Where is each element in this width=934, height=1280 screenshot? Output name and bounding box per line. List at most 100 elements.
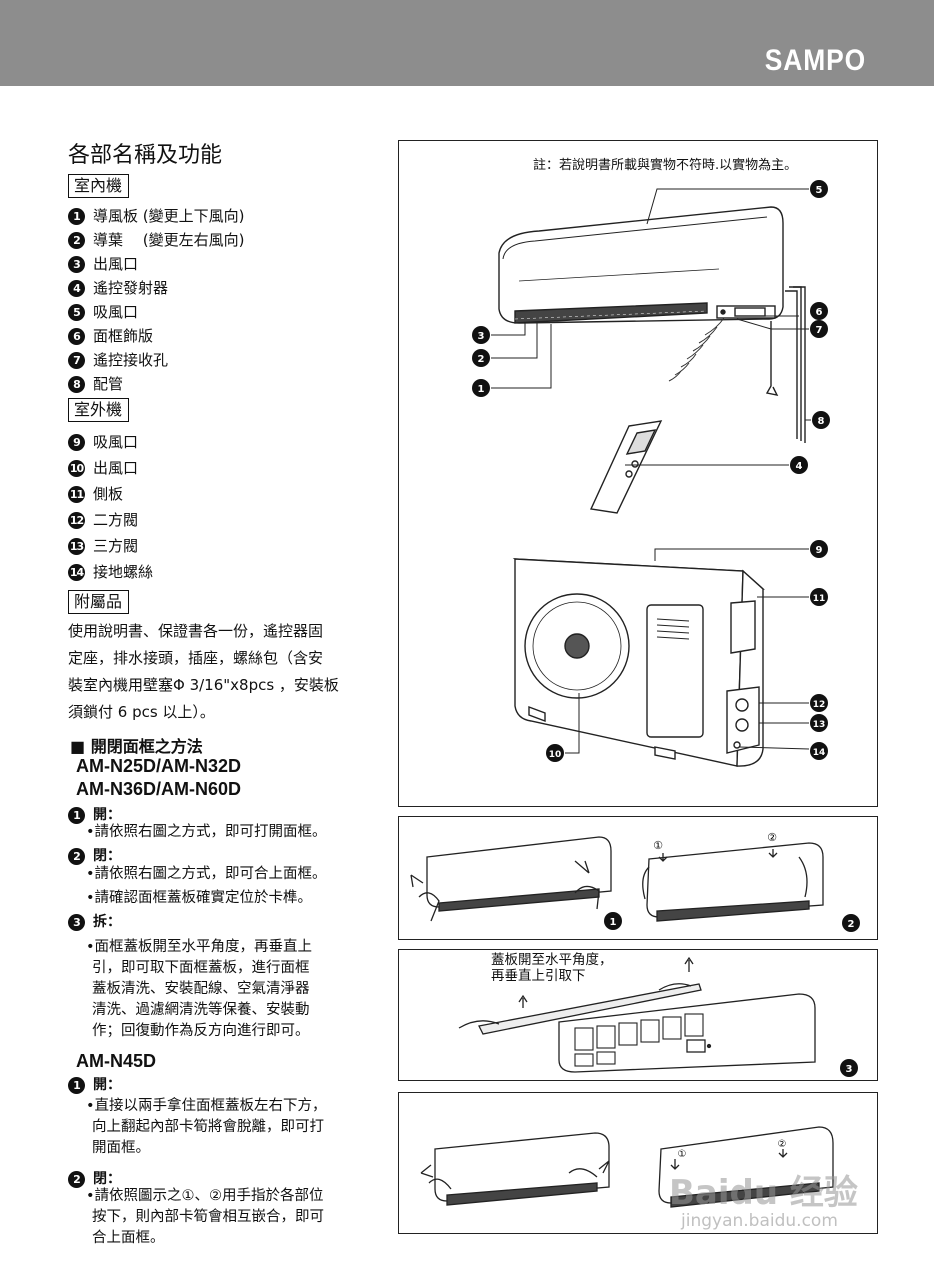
list-item: 3 出風口 [68, 253, 138, 273]
svg-text:3: 3 [478, 331, 485, 342]
number-badge: 7 [68, 352, 85, 369]
step-open-b: 1 開： [68, 1074, 121, 1094]
item-text: 出風口 [93, 459, 139, 477]
item-text: 導葉 (變更左右風向) [93, 231, 245, 249]
item-text: 接地螺絲 [93, 563, 154, 581]
model-line: AM-N36D/AM-N60D [76, 779, 242, 799]
n45d-illustration: ① ② [420, 1126, 834, 1208]
remove-figure-panel: 蓋板開至水平角度， 再垂直上引取下 3 [398, 949, 878, 1081]
text-line: 裝室內機用壁塞Φ 3/16"x8pcs ，安裝板 [68, 676, 339, 694]
svg-text:2: 2 [848, 919, 855, 930]
number-badge: 1 [68, 806, 85, 824]
list-item: 8 配管 [68, 373, 123, 393]
item-text: 配管 [93, 375, 124, 393]
indoor-unit-drawing [498, 206, 806, 443]
fig-number-2: 2 [842, 914, 860, 932]
number-badge: 14 [68, 564, 85, 581]
callout-1: 1 [472, 379, 490, 397]
method-heading: ■ 開閉面框之方法 [70, 737, 203, 756]
list-item: 12 二方閥 [68, 509, 138, 529]
list-item: 7 遙控接收孔 [68, 349, 168, 369]
number-badge: 2 [68, 1170, 85, 1188]
header-bar: SAMPO [0, 0, 934, 86]
number-badge: 3 [68, 256, 85, 273]
number-badge: 8 [68, 376, 85, 393]
list-item: 4 遙控發射器 [68, 277, 168, 297]
caption-line: 再垂直上引取下 [491, 968, 586, 984]
model-line: AM-N25D/AM-N32D [76, 756, 242, 776]
svg-text:1: 1 [478, 384, 485, 395]
step-label: 拆： [93, 914, 121, 930]
callout-11: 11 [810, 588, 828, 606]
item-text: 導風板 (變更上下風向) [93, 207, 245, 225]
step-label: 開： [93, 1077, 121, 1093]
n45d-figure-panel: ① ② Baidu 经验 jingyan.baidu.com [398, 1092, 878, 1234]
svg-text:4: 4 [796, 461, 803, 472]
item-text: 遙控發射器 [93, 279, 169, 297]
svg-text:10: 10 [549, 750, 562, 760]
callout-8: 8 [812, 411, 830, 429]
fig-number-3: 3 [840, 1059, 858, 1077]
step-paragraph: •面框蓋板開至水平角度，再垂直上 引，即可取下面框蓋板，進行面框 蓋板清洗、安裝… [86, 937, 386, 1042]
step-text: •請依照右圖之方式，即可合上面框。 [86, 866, 327, 882]
text-line: 按下，則內部卡筍會相互嵌合，即可 [92, 1209, 324, 1225]
callout-7: 7 [810, 320, 828, 338]
text-line: 蓋板清洗、安裝配線、空氣清淨器 [92, 981, 310, 997]
list-item: 14 接地螺絲 [68, 561, 153, 581]
step-text: •請確認面框蓋板確實定位於卡榫。 [86, 890, 313, 906]
text-line: 清洗、過濾網清洗等保養、安裝動 [92, 1002, 310, 1018]
svg-text:6: 6 [816, 307, 823, 318]
number-badge: 12 [68, 512, 85, 529]
callout-6: 6 [810, 302, 828, 320]
svg-text:11: 11 [813, 594, 826, 604]
watermark-url: jingyan.baidu.com [681, 1211, 838, 1231]
callout-4: 4 [790, 456, 808, 474]
circled-1-label: ① [653, 839, 663, 852]
callout-10: 10 [546, 744, 564, 762]
svg-text:13: 13 [813, 720, 826, 730]
step-paragraph: •請依照圖示之①、②用手指於各部位 按下，則內部卡筍會相互嵌合，即可 合上面框。 [86, 1186, 386, 1249]
caption-line: 蓋板開至水平角度， [491, 952, 613, 968]
number-badge: 2 [68, 232, 85, 249]
callout-5: 5 [810, 180, 828, 198]
figure-caption: 蓋板開至水平角度， 再垂直上引取下 [491, 952, 613, 984]
item-text: 二方閥 [93, 511, 139, 529]
watermark-logo: Baidu 经验 [669, 1173, 858, 1213]
svg-text:12: 12 [813, 700, 826, 710]
callout-9: 9 [810, 540, 828, 558]
text-line: 定座，排水接頭，插座，螺絲包（含安 [68, 649, 324, 667]
svg-text:8: 8 [818, 416, 825, 427]
number-badge: 13 [68, 538, 85, 555]
item-text: 遙控接收孔 [93, 351, 169, 369]
text-line: 須鎖付 6 pcs 以上）。 [68, 703, 215, 721]
step-paragraph: •直接以兩手拿住面框蓋板左右下方， 向上翻起內部卡筍將會脫離，即可打 開面框。 [86, 1096, 386, 1159]
svg-text:2: 2 [478, 354, 485, 365]
open-close-figure-panel: ① ② 1 2 [398, 816, 878, 940]
indoor-label: 室內機 [68, 174, 130, 198]
item-text: 側板 [93, 485, 124, 503]
text-line: 使用說明書、保證書各一份，遙控器固 [68, 622, 324, 640]
item-text: 出風口 [93, 255, 139, 273]
step-label: 開： [93, 807, 121, 823]
svg-text:3: 3 [846, 1064, 853, 1075]
section-title: 各部名稱及功能 [68, 143, 223, 168]
svg-text:14: 14 [813, 748, 826, 758]
number-badge: 1 [68, 1076, 85, 1094]
note-text: 註：若說明書所載與實物不符時.以實物為主。 [533, 158, 798, 173]
text-line: •請依照圖示之①、②用手指於各部位 [86, 1188, 324, 1204]
parts-diagram-panel: 註：若說明書所載與實物不符時.以實物為主。 [398, 140, 878, 807]
circled-1-label: ① [678, 1149, 687, 1160]
callout-lines [491, 188, 811, 754]
accessories-text: 使用說明書、保證書各一份，遙控器固 定座，排水接頭，插座，螺絲包（含安 裝室內機… [68, 618, 386, 726]
number-badge: 9 [68, 434, 85, 451]
number-badge: 4 [68, 280, 85, 297]
